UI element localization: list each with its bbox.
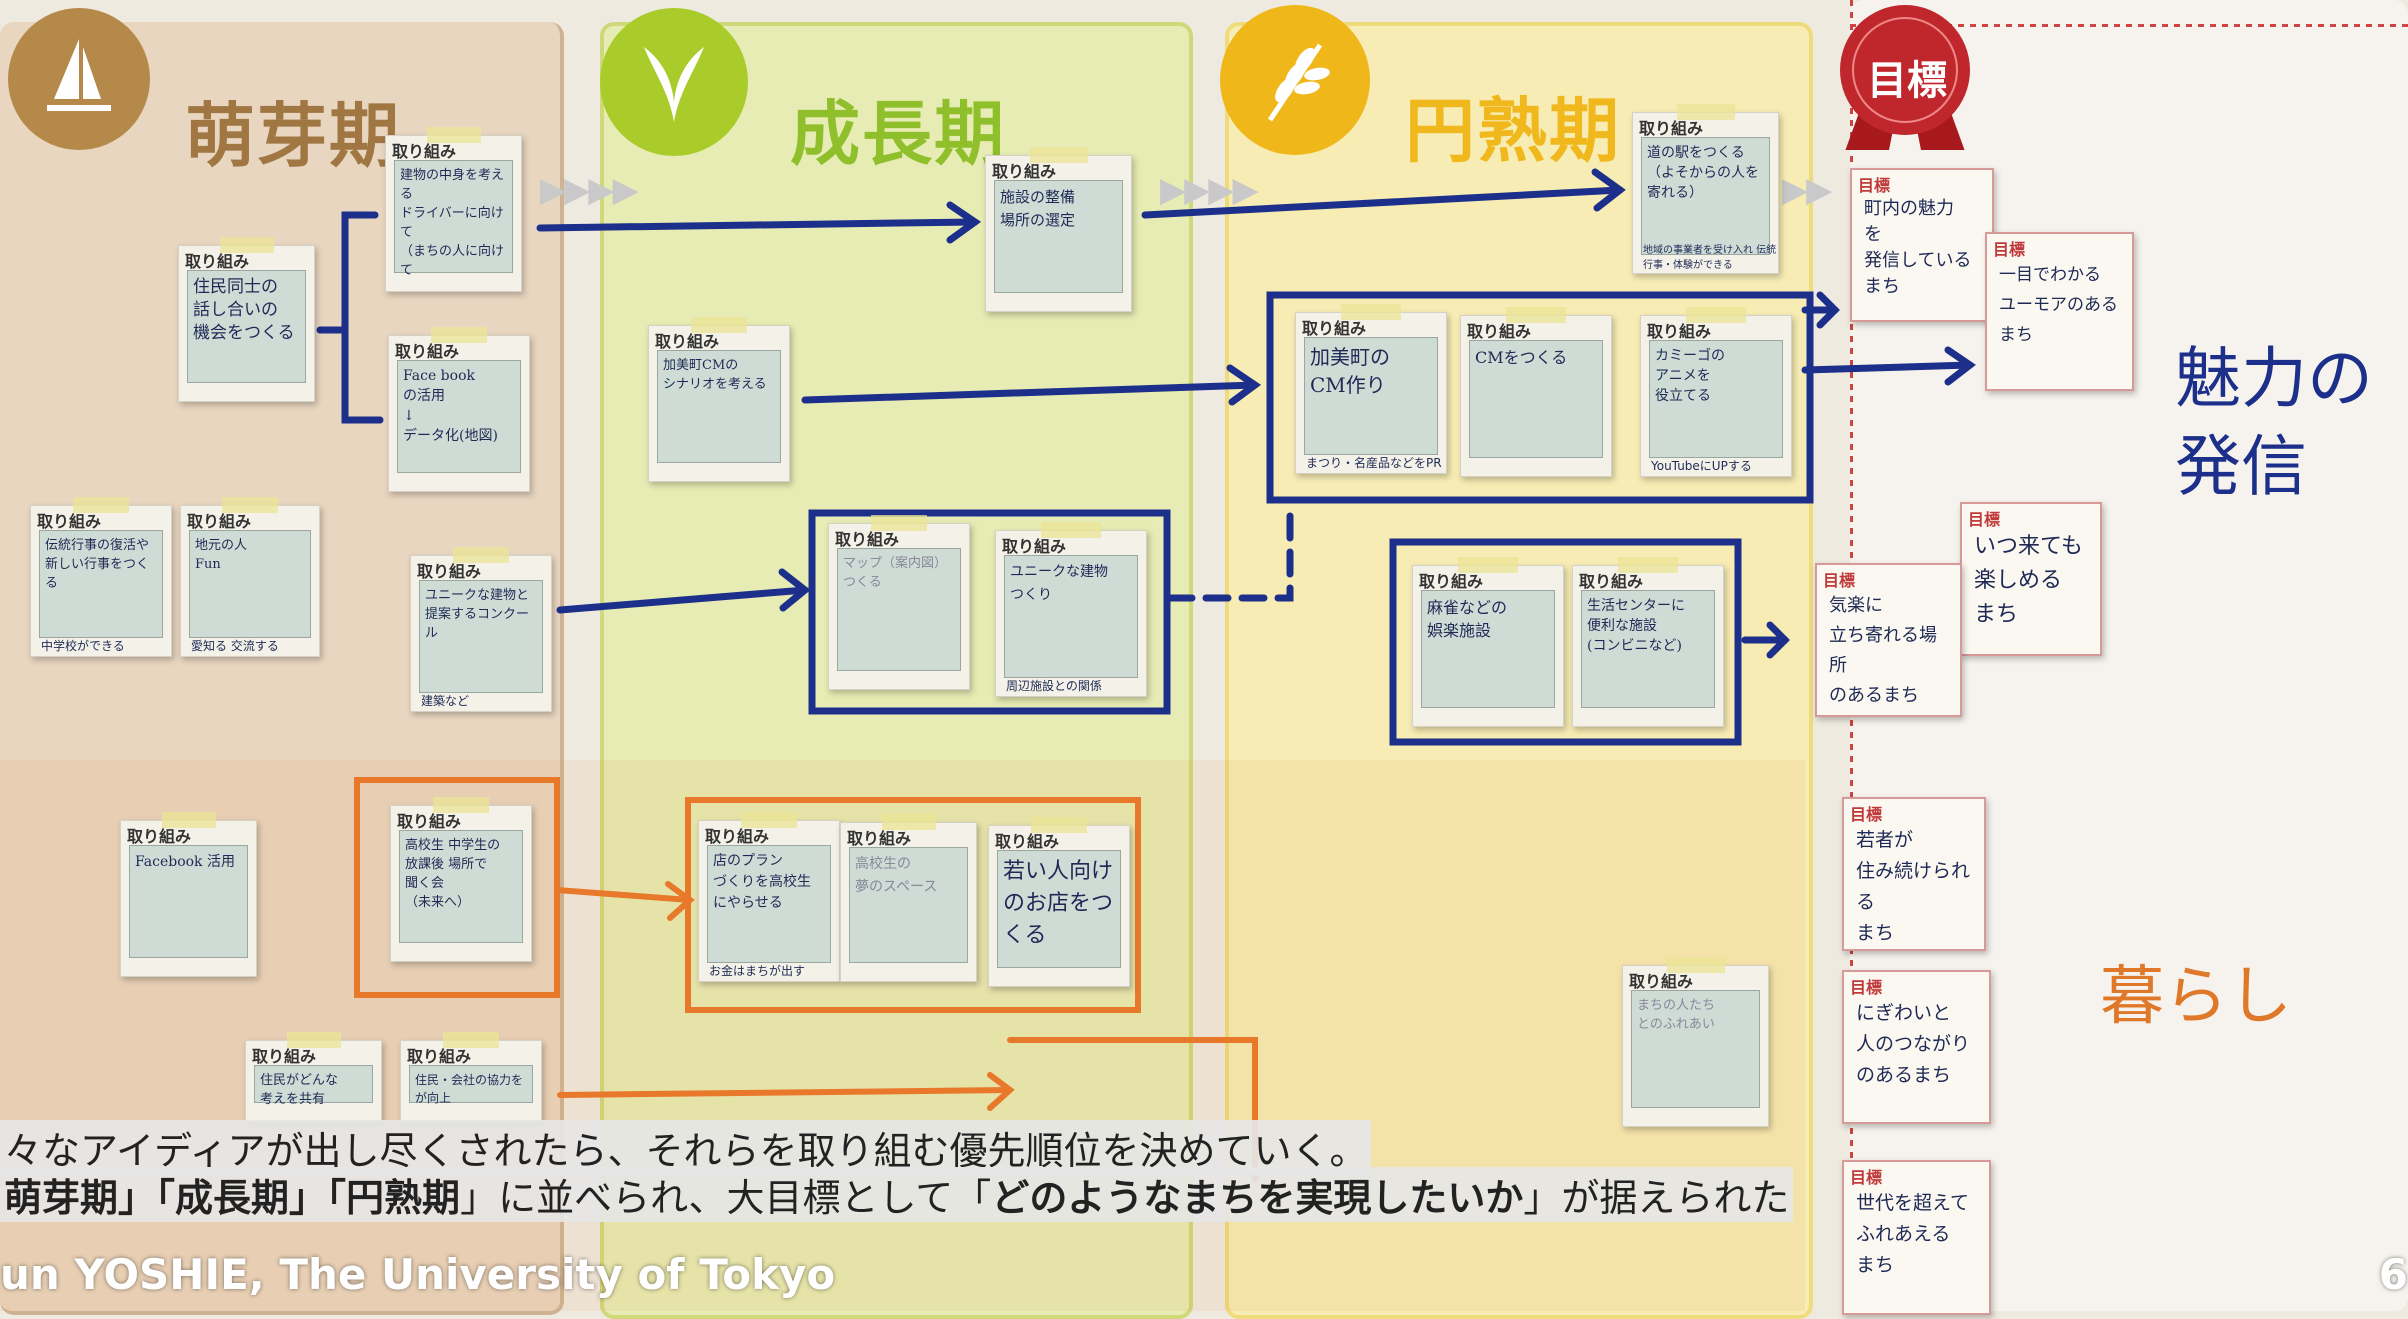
sticky-note: 取り組み加美町の CM作りまつり・名産品などをPR — [1295, 304, 1447, 474]
caption-line-1: 々なアイディアが出し尽くされたら、それらを取り組む優先順位を決めていく。 — [0, 1120, 1372, 1175]
sticky-note: 取り組み加美町CMの シナリオを考える — [648, 317, 790, 482]
sticky-note: 取り組み施設の整備 場所の選定 — [985, 147, 1132, 312]
goal-note: 目標にぎわいと 人のつながり のあるまち — [1842, 970, 1991, 1124]
chevron-arrows-icon: ▶▶▶▶ — [540, 170, 639, 210]
sticky-note: 取り組み店のプラン づくりを高校生 にやらせるお金はまちが出す — [698, 812, 840, 982]
sticky-note: 取り組み住民がどんな 考えを共有 — [245, 1032, 382, 1122]
wheat-icon — [1220, 5, 1370, 155]
sticky-note: 取り組みマップ（案内図） つくる — [828, 515, 970, 690]
sticky-note: 取り組み生活センターに 便利な施設 (コンビニなど) — [1572, 557, 1724, 727]
sticky-note: 取り組みユニークな建物 つくり周辺施設との関係 — [995, 522, 1147, 697]
chevron-arrows-icon: ▶▶▶▶ — [1160, 170, 1259, 210]
sticky-note: 取り組み伝統行事の復活や 新しい行事をつくる中学校ができる — [30, 497, 172, 657]
goal-note: 目標町内の魅力 を 発信している まち — [1850, 168, 1994, 322]
goal-note: 目標気楽に 立ち寄れる場所 のあるまち — [1815, 563, 1962, 717]
caption-line-2: 萌芽期」「成長期」「円熟期」に並べられ、大目標として「どのようなまちを実現したい… — [0, 1167, 1794, 1222]
goal-note: 目標いつ来ても 楽しめる まち — [1960, 502, 2102, 656]
phase-title-sprout: 萌芽期 — [185, 95, 401, 177]
sticky-note: 取り組み住民・会社の協力を が向上 — [400, 1032, 542, 1122]
goal-note: 目標若者が 住み続けられる まち — [1842, 797, 1986, 951]
goal-note: 目標世代を超えて ふれあえる まち — [1842, 1160, 1991, 1315]
sticky-note: 取り組みユニークな建物と 提案するコンクール建築など — [410, 547, 552, 712]
goal-seal-label: 目標 — [1867, 58, 1947, 104]
footer-credit: un YOSHIE, The University of Tokyo — [0, 1250, 836, 1299]
phase-title-growth: 成長期 — [790, 93, 1006, 175]
goal-note: 目標一目でわかる ユーモアのあるまち — [1985, 232, 2134, 391]
sticky-note: 取り組み建物の中身を考える ドライバーに向けて （まちの人に向けて — [385, 127, 522, 292]
chevron-arrows-icon: ▶▶ — [1782, 170, 1832, 210]
sticky-note: 取り組み高校生の 夢のスペース — [840, 814, 977, 982]
sticky-note: 取り組み若い人向け のお店をつくる — [988, 817, 1130, 987]
sticky-note: 取り組み麻雀などの 娯楽施設 — [1412, 557, 1564, 727]
sprout-icon — [600, 8, 748, 156]
phase-title-mature: 円熟期 — [1405, 90, 1621, 172]
boat-icon — [8, 8, 150, 150]
page-number: 6 — [2378, 1250, 2408, 1299]
handwritten-living: 暮らし — [2100, 960, 2292, 1034]
sticky-note: 取り組みまちの人たち とのふれあい — [1622, 957, 1769, 1127]
sticky-note: 取り組み高校生 中学生の 放課後 場所で 聞く会 （未来へ） — [390, 797, 532, 962]
goal-seal-icon — [1840, 5, 1970, 150]
sticky-note: 取り組み住民同士の 話し合いの 機会をつくる — [178, 237, 315, 402]
sticky-note: 取り組み道の駅をつくる （よそからの人を 寄れる）地域の事業者を受け入れ 伝統行… — [1632, 104, 1779, 274]
handwritten-charm: 魅力の 発信 — [2175, 340, 2373, 505]
